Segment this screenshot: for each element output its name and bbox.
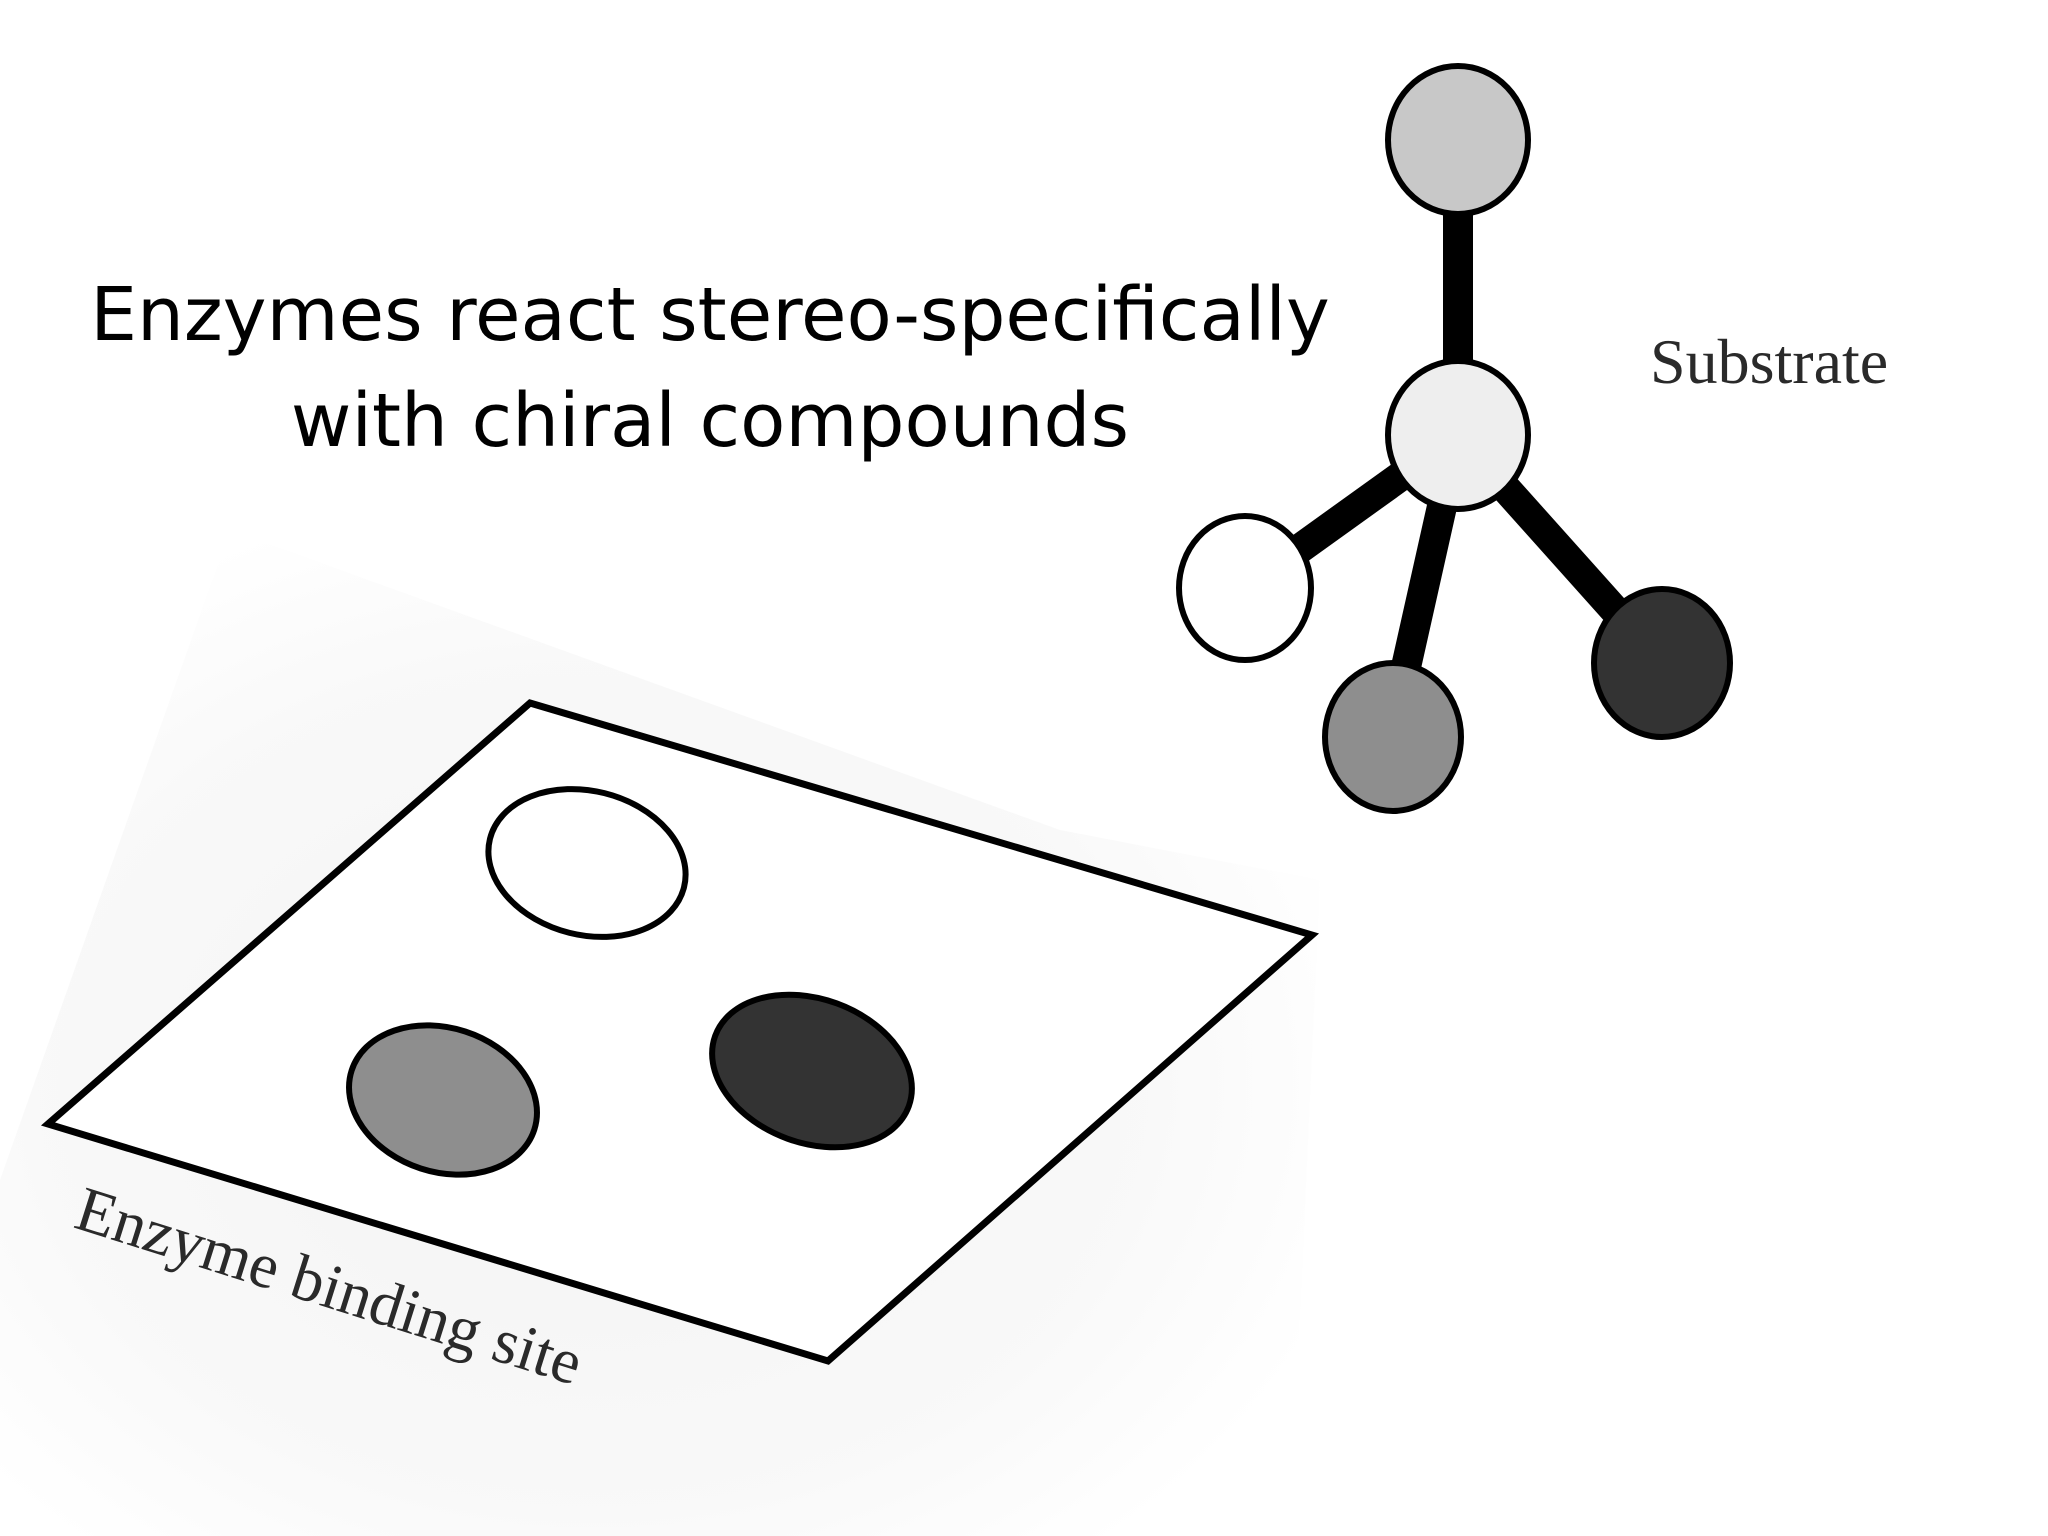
site-pocket-dark bbox=[709, 991, 915, 1151]
binding-site-plane bbox=[40, 699, 1320, 1365]
slide-title: Enzymes react stereo-specifically with c… bbox=[60, 262, 1360, 474]
title-line-1: Enzymes react stereo-specifically bbox=[90, 272, 1330, 358]
site-pocket-white bbox=[485, 786, 689, 940]
atom-dark bbox=[1591, 586, 1733, 740]
substrate-molecule bbox=[1176, 63, 1733, 814]
enzyme-binding-site bbox=[40, 699, 1320, 1365]
atom-gray bbox=[1322, 660, 1464, 814]
substrate-label: Substrate bbox=[1650, 326, 1888, 397]
atom-center bbox=[1385, 358, 1531, 512]
atom-top bbox=[1385, 63, 1531, 217]
atom-white bbox=[1176, 513, 1314, 663]
title-line-2: with chiral compounds bbox=[290, 378, 1130, 464]
site-pocket-gray bbox=[346, 1022, 540, 1178]
